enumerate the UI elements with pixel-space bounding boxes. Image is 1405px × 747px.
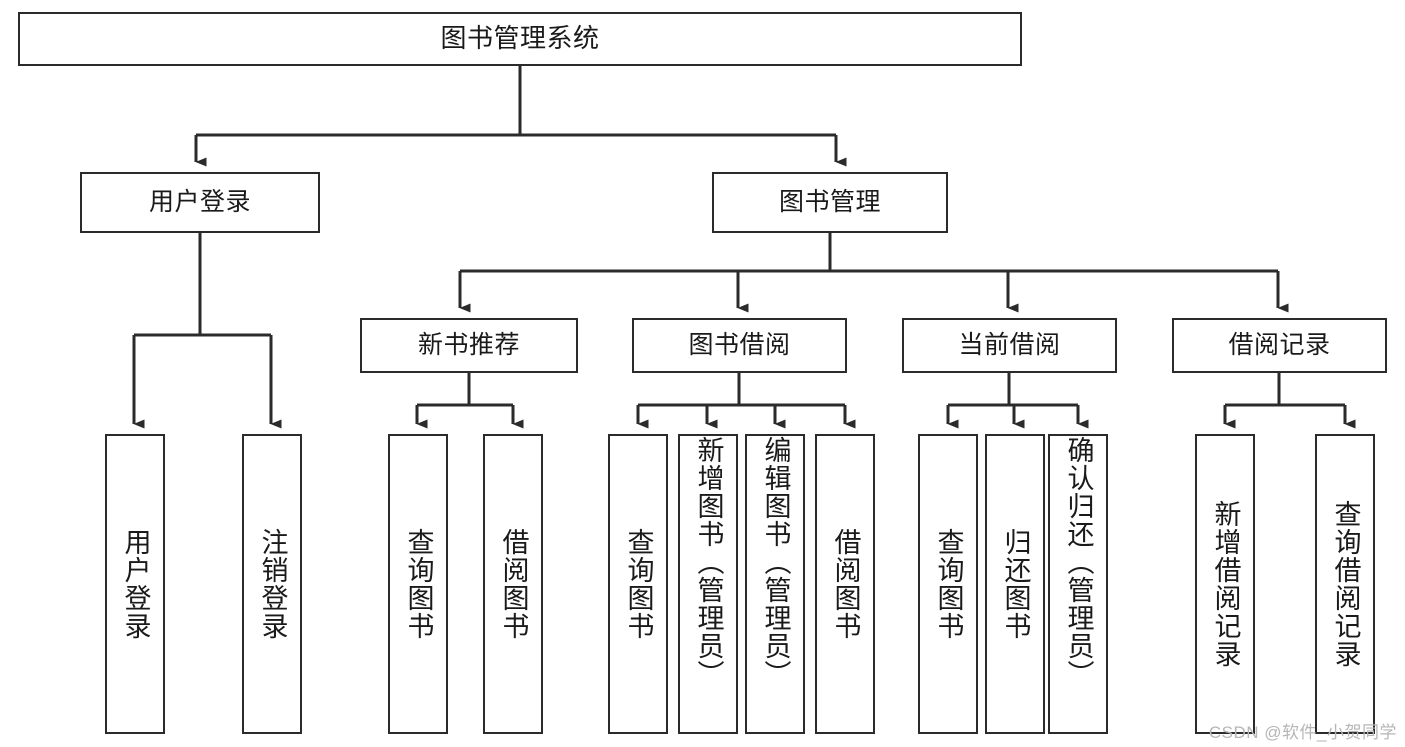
node-label: 用户登录: [120, 528, 151, 640]
leaf-node-return-book[interactable]: 归还图书: [985, 434, 1045, 734]
node-label: 查询借阅记录: [1330, 500, 1361, 668]
node-new-book-recommend[interactable]: 新书推荐: [360, 318, 578, 373]
leaf-node-borrow-book[interactable]: 借阅图书: [815, 434, 875, 734]
node-label: 注销登录: [257, 528, 288, 640]
leaf-node-query-book-borrow[interactable]: 查询图书: [608, 434, 668, 734]
node-label: 图书借阅: [688, 331, 791, 360]
node-current-borrow[interactable]: 当前借阅: [902, 318, 1117, 373]
node-label: 新书推荐: [417, 331, 520, 360]
leaf-node-borrow-book-recommend[interactable]: 借阅图书: [483, 434, 543, 734]
node-label: 查询图书: [933, 528, 964, 640]
node-user-login[interactable]: 用户登录: [80, 172, 320, 233]
node-borrow-record[interactable]: 借阅记录: [1172, 318, 1387, 373]
node-root-system[interactable]: 图书管理系统: [18, 12, 1022, 66]
leaf-node-user-login[interactable]: 用户登录: [105, 434, 165, 734]
node-label: 图书管理: [778, 188, 881, 217]
node-label: 借阅图书: [830, 528, 861, 640]
node-label: 当前借阅: [958, 331, 1061, 360]
leaf-node-add-book[interactable]: 新增图书（管理员）: [678, 434, 738, 734]
leaf-node-query-book-current[interactable]: 查询图书: [918, 434, 978, 734]
node-label: 用户登录: [148, 188, 251, 217]
leaf-node-add-borrow-record[interactable]: 新增借阅记录: [1195, 434, 1255, 734]
node-label: 新增图书（管理员）: [693, 436, 724, 688]
leaf-node-query-book-recommend[interactable]: 查询图书: [388, 434, 448, 734]
leaf-node-edit-book[interactable]: 编辑图书（管理员）: [745, 434, 805, 734]
node-label: 新增借阅记录: [1210, 500, 1241, 668]
node-label: 查询图书: [623, 528, 654, 640]
leaf-node-confirm-return[interactable]: 确认归还（管理员）: [1048, 434, 1108, 734]
node-book-management[interactable]: 图书管理: [712, 172, 948, 233]
node-label: 编辑图书（管理员）: [760, 436, 791, 688]
node-label: 归还图书: [1000, 528, 1031, 640]
leaf-node-user-logout[interactable]: 注销登录: [242, 434, 302, 734]
node-label: 借阅记录: [1228, 331, 1331, 360]
node-book-borrow[interactable]: 图书借阅: [632, 318, 847, 373]
node-label: 图书管理系统: [440, 23, 600, 54]
watermark-text: CSDN @软件_小贺同学: [1208, 723, 1397, 742]
node-label: 借阅图书: [498, 528, 529, 640]
leaf-node-query-borrow-record[interactable]: 查询借阅记录: [1315, 434, 1375, 734]
node-label: 确认归还（管理员）: [1063, 436, 1094, 688]
node-label: 查询图书: [403, 528, 434, 640]
